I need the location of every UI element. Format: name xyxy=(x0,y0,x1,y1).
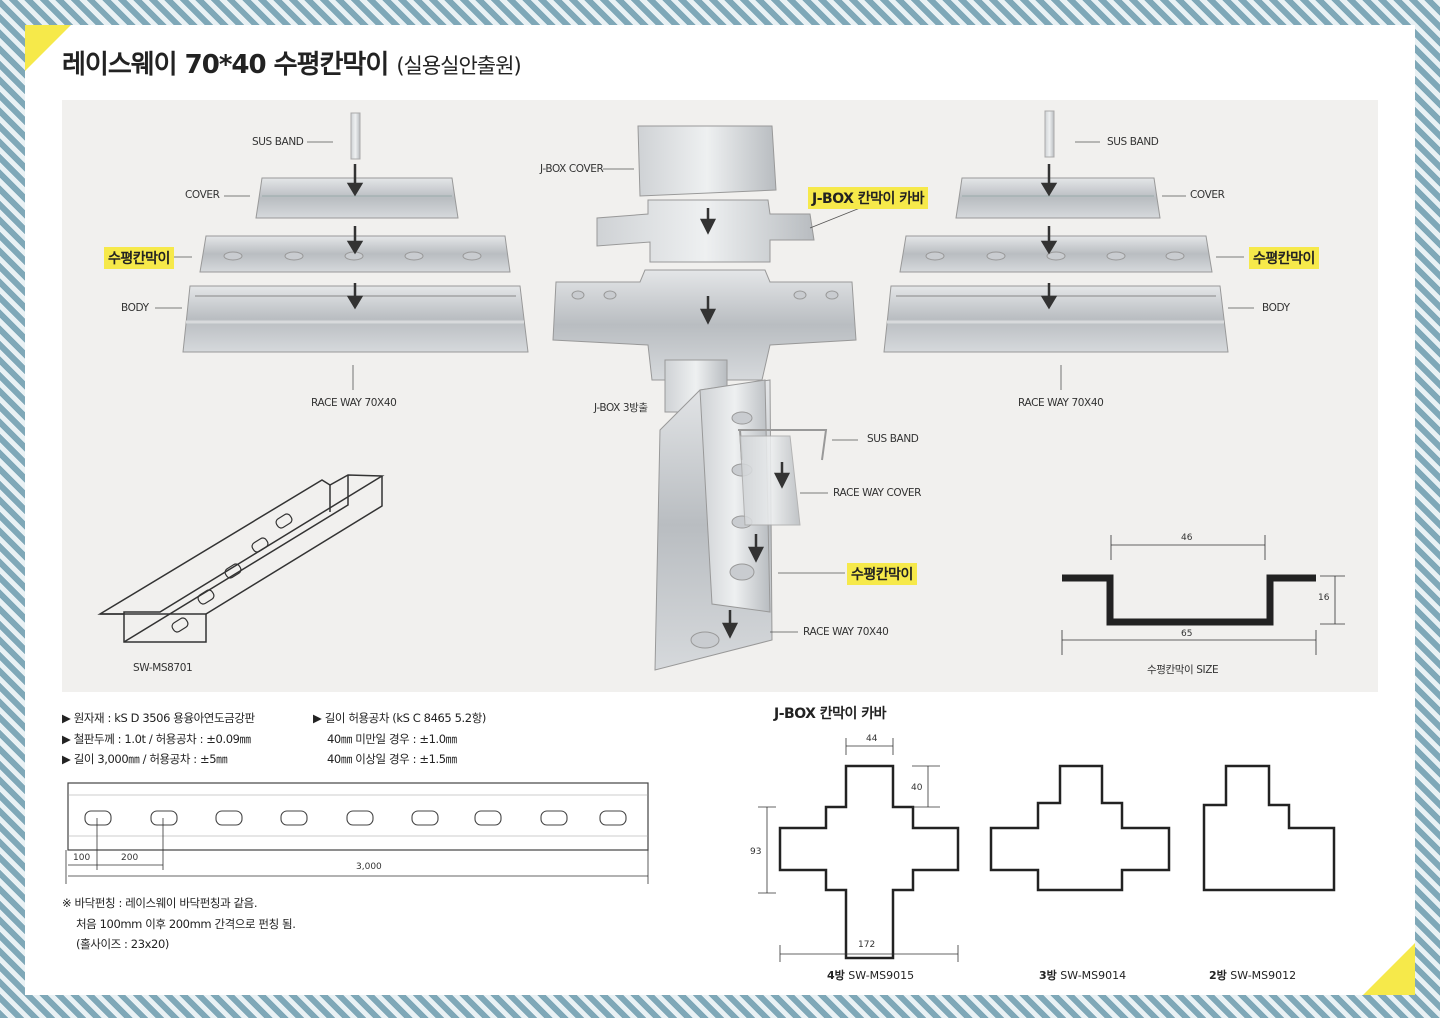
right-assembly-illustration xyxy=(883,110,1254,390)
spec-material: ▶ 원자재 : kS D 3506 용융아연도금강판 xyxy=(62,711,255,725)
note-line-2: 처음 100mm 이후 200mm 간격으로 펀칭 됨. xyxy=(76,916,296,931)
title-main: 레이스웨이 70*40 수평칸막이 xyxy=(62,50,389,80)
spec-tolerance-title: ▶ 길이 허용공차 (kS C 8465 5.2항) xyxy=(313,711,486,725)
jbox-dim-44: 44 xyxy=(866,734,878,744)
label-left-body: BODY xyxy=(121,302,149,314)
spec-thickness: ▶ 철판두께 : 1.0t / 허용공차 : ±0.09㎜ xyxy=(62,731,251,746)
shape-4way xyxy=(778,764,960,960)
size-dim-bottom: 65 xyxy=(1181,629,1193,639)
shape-3way xyxy=(989,764,1171,892)
spec-column-2: ▶ 길이 허용공차 (kS C 8465 5.2항) 40㎜ 미만일 경우 : … xyxy=(313,708,486,770)
label-left-sus-band: SUS BAND xyxy=(252,136,304,148)
punch-dim-total: 3,000 xyxy=(356,862,382,872)
label-left-raceway: RACE WAY 70X40 xyxy=(311,397,397,409)
punch-note: ※ 바닥펀칭 : 레이스웨이 바닥펀칭과 같음. 처음 100mm 이후 200… xyxy=(62,893,296,955)
spec-length: ▶ 길이 3,000㎜ / 허용공차 : ±5㎜ xyxy=(62,752,228,766)
label-raceway-cover: RACE WAY COVER xyxy=(833,487,922,499)
corner-accent-top-left xyxy=(25,25,71,71)
jbox-dim-172: 172 xyxy=(858,940,876,950)
punching-diagram xyxy=(65,782,649,884)
jbox-shapes xyxy=(778,764,1336,960)
label-right-cover: COVER xyxy=(1190,189,1225,201)
caption-2way: 2방 SW-MS9012 xyxy=(1209,967,1296,983)
caption-4way: 4방 SW-MS9015 xyxy=(827,967,914,983)
corner-accent-bottom-right xyxy=(1363,943,1415,995)
highlight-jbox-divider-cover: J-BOX 칸막이 카바 xyxy=(808,187,929,209)
label-jbox-cover: J-BOX COVER xyxy=(540,163,604,175)
jbox-dimension-lines xyxy=(758,738,959,962)
caption-4way-code: SW-MS9015 xyxy=(848,969,915,982)
label-right-sus-band: SUS BAND xyxy=(1107,136,1159,148)
label-right-raceway: RACE WAY 70X40 xyxy=(1018,397,1104,409)
jbox-dim-40: 40 xyxy=(911,783,923,793)
left-assembly-illustration xyxy=(155,112,529,390)
size-section-drawing xyxy=(1061,535,1345,655)
size-dim-side: 16 xyxy=(1318,593,1330,603)
label-left-cover: COVER xyxy=(185,189,220,201)
highlight-left-divider: 수평칸막이 xyxy=(104,247,174,269)
punch-dim-100: 100 xyxy=(73,853,91,863)
center-jbox-illustration xyxy=(552,125,861,671)
label-model-code: SW-MS8701 xyxy=(133,662,193,674)
caption-3way-code: SW-MS9014 xyxy=(1060,969,1127,982)
shape-2way xyxy=(1202,764,1336,892)
jbox-section-title: J-BOX 칸막이 카바 xyxy=(774,706,887,722)
spec-tolerance-under: 40㎜ 미만일 경우 : ±1.0㎜ xyxy=(327,731,457,746)
caption-2way-code: SW-MS9012 xyxy=(1230,969,1297,982)
caption-3way: 3방 SW-MS9014 xyxy=(1039,967,1126,983)
caption-4way-ways: 4방 xyxy=(827,969,845,982)
page-title: 레이스웨이 70*40 수평칸막이 (실용실안출원) xyxy=(62,44,522,81)
divider-line-drawing xyxy=(97,474,385,643)
highlight-center-divider: 수평칸막이 xyxy=(847,563,917,585)
punch-dim-200: 200 xyxy=(121,853,139,863)
highlight-right-divider: 수평칸막이 xyxy=(1249,247,1319,269)
jbox-dim-93: 93 xyxy=(750,847,762,857)
size-dim-top: 46 xyxy=(1181,533,1193,543)
label-right-body: BODY xyxy=(1262,302,1290,314)
caption-3way-ways: 3방 xyxy=(1039,969,1057,982)
note-line-1: ※ 바닥펀칭 : 레이스웨이 바닥펀칭과 같음. xyxy=(62,896,258,910)
label-center-raceway: RACE WAY 70X40 xyxy=(803,626,889,638)
spec-column-1: ▶ 원자재 : kS D 3506 용융아연도금강판 ▶ 철판두께 : 1.0t… xyxy=(62,708,255,770)
spec-tolerance-over: 40㎜ 이상일 경우 : ±1.5㎜ xyxy=(327,752,457,766)
label-jbox-3way: J-BOX 3방출 xyxy=(594,402,648,414)
note-line-3: (홀사이즈 : 23x20) xyxy=(76,937,169,951)
size-caption: 수평칸막이 SIZE xyxy=(1147,664,1219,676)
label-center-sus-band: SUS BAND xyxy=(867,433,919,445)
caption-2way-ways: 2방 xyxy=(1209,969,1227,982)
title-sub: (실용실안출원) xyxy=(396,54,521,78)
